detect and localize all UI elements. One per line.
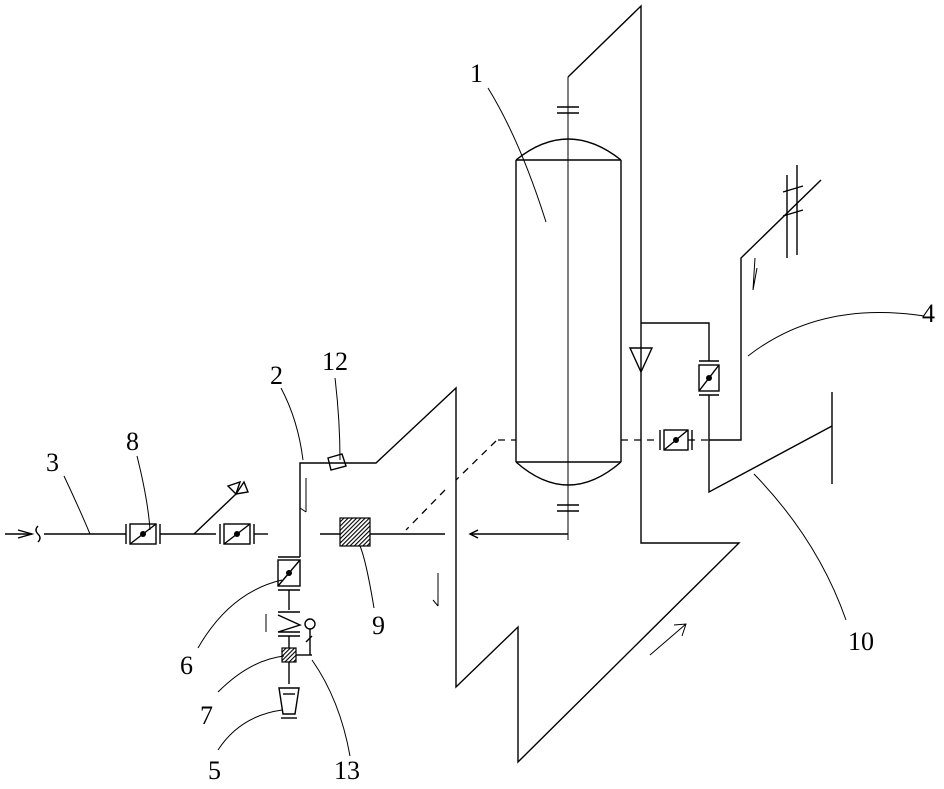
drain-branch [265, 453, 347, 719]
valve-right-horizontal [659, 429, 693, 451]
label-6: 6 [180, 651, 193, 680]
label-8: 8 [126, 427, 139, 456]
labels: 1 2 12 3 8 4 6 9 7 5 13 10 [46, 59, 935, 785]
label-1: 1 [470, 59, 483, 88]
feed-line [5, 480, 568, 547]
dashed-lines [405, 439, 709, 531]
label-9: 9 [372, 611, 385, 640]
label-3: 3 [46, 448, 59, 477]
label-13: 13 [334, 756, 360, 785]
valve-right-vertical [698, 360, 720, 396]
label-4: 4 [922, 299, 935, 328]
label-12: 12 [322, 347, 348, 376]
leader-lines [63, 87, 925, 757]
label-2: 2 [270, 361, 283, 390]
label-7: 7 [200, 701, 213, 730]
label-10: 10 [848, 627, 874, 656]
vessel [515, 77, 622, 540]
flow-arrows [432, 573, 687, 656]
pipe-4 [709, 165, 822, 441]
label-5: 5 [208, 756, 221, 785]
vent-pipe [299, 4, 833, 764]
